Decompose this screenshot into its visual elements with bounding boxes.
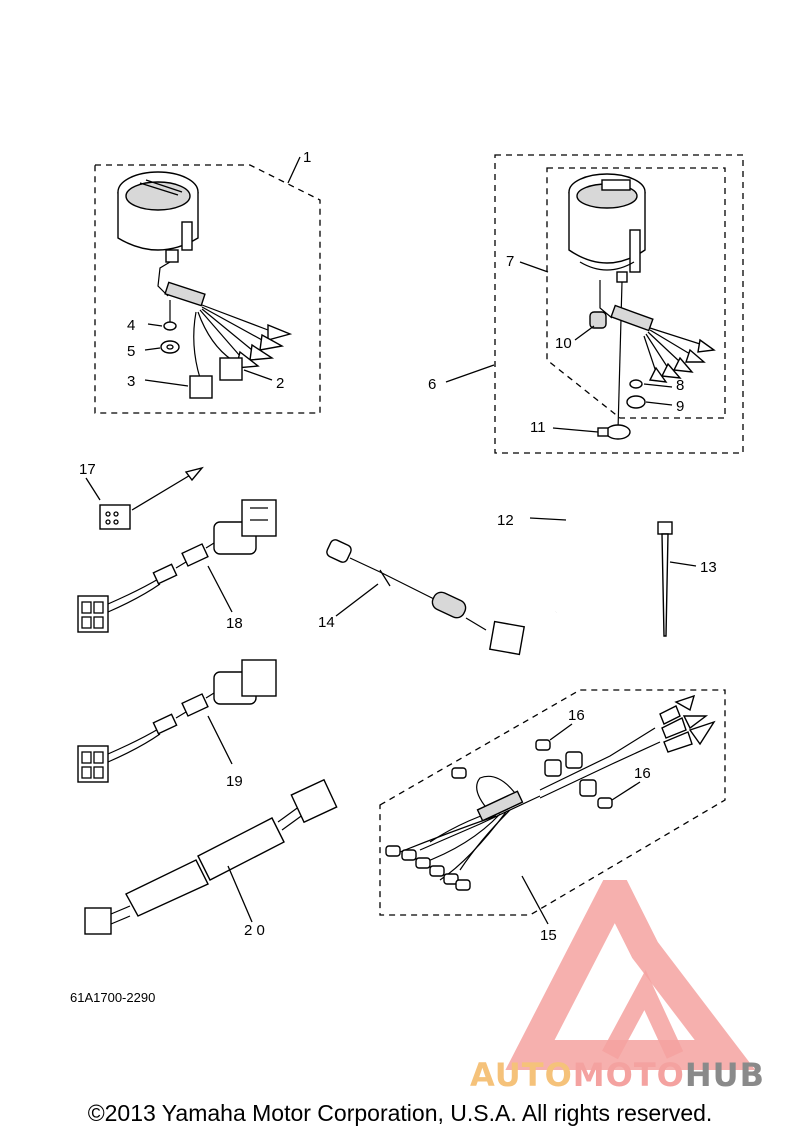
callout-8: 8: [676, 377, 684, 394]
callout-14: 14: [318, 614, 335, 631]
callout-1: 1: [303, 149, 311, 166]
callout-2: 2: [276, 375, 284, 392]
callout-11: 11: [530, 419, 546, 436]
callout-18: 18: [226, 615, 243, 632]
copyright-notice: ©2013 Yamaha Motor Corporation, U.S.A. A…: [87, 1100, 713, 1126]
callout-9: 9: [676, 398, 684, 415]
callout-19: 19: [226, 773, 243, 790]
callout-17: 17: [79, 461, 96, 478]
assembly-15: [379, 689, 726, 925]
part-20: [84, 778, 338, 935]
part-12: [529, 496, 612, 613]
part-17: [85, 466, 204, 530]
watermark-text-auto: AUTO: [470, 1056, 573, 1094]
callout-16-b: 16: [634, 765, 651, 782]
part-18: [77, 499, 277, 633]
watermark-text-moto: MOTO: [572, 1056, 685, 1094]
watermark-text: AUTOMOTOHUB: [470, 1056, 765, 1094]
part-code: 61A1700-2290: [70, 990, 156, 1005]
callout-13: 13: [700, 559, 717, 576]
callout-16-a: 16: [568, 707, 585, 724]
callout-12: 12: [497, 512, 514, 529]
assembly-1: [94, 156, 321, 414]
callout-6: 6: [428, 376, 436, 393]
callout-10: 10: [555, 335, 572, 352]
callout-20: 2 0: [244, 922, 265, 939]
callout-7: 7: [506, 253, 514, 270]
callout-3: 3: [127, 373, 135, 390]
part-19: [77, 659, 277, 783]
callout-5: 5: [127, 343, 135, 360]
automotohub-logo-icon: [505, 880, 756, 1070]
callout-4: 4: [127, 317, 135, 334]
watermark-text-hub: HUB: [684, 1056, 766, 1094]
part-13: [657, 521, 697, 637]
assembly-6: [445, 154, 744, 454]
callout-15: 15: [540, 927, 557, 944]
part-14: [326, 539, 526, 656]
